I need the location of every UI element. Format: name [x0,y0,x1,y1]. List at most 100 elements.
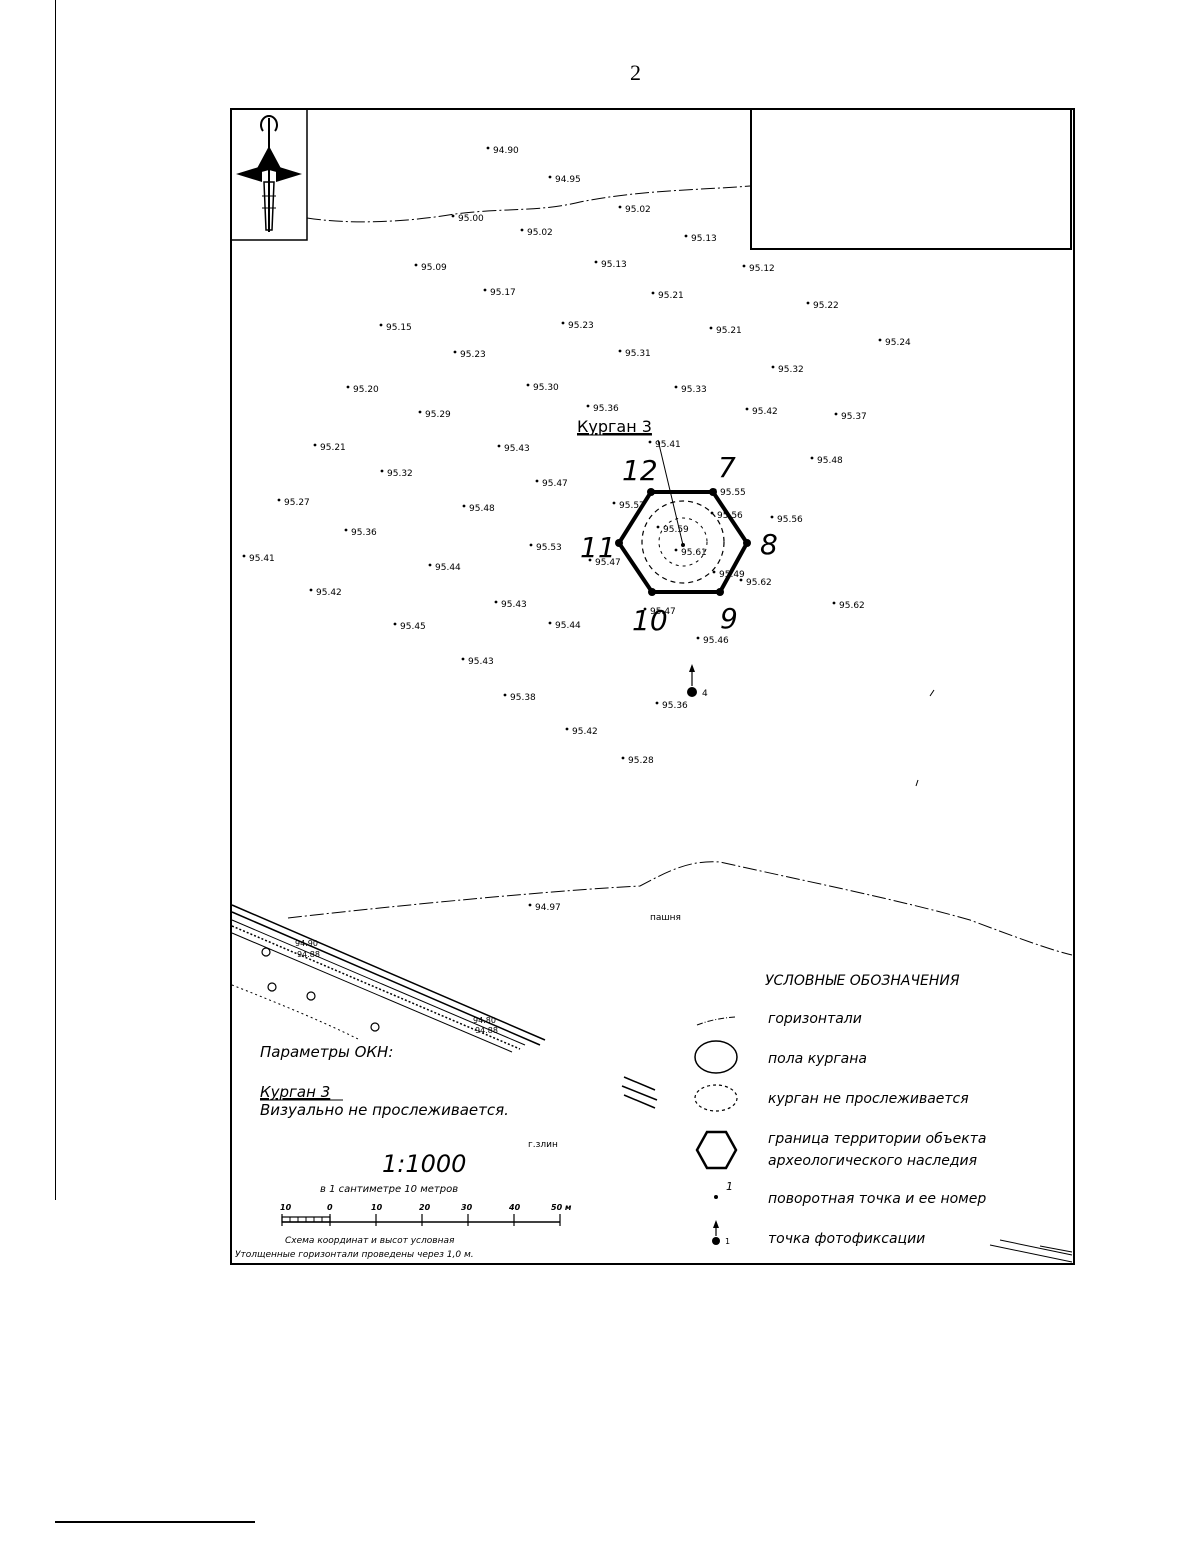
elevation-label: 95.32 [387,469,413,479]
legend-label-photo-point: точка фотофиксации [768,1231,925,1247]
elevation-label: 95.15 [386,323,412,333]
elevation-dot [586,404,590,408]
elevation-point: 95.33 [674,385,707,395]
vertex-label-9: 9 [720,602,738,635]
elevation-point: 95.21 [313,443,346,453]
elevation-dot [588,558,592,562]
elevation-label: 95.61 [681,548,707,558]
elevation-label: 95.47 [650,607,676,617]
legend-photo-marker: 1 [725,1237,730,1246]
contour-top [306,185,751,223]
vertex-label-12: 12 [622,454,658,487]
elevation-point: 95.45 [393,622,426,632]
elevation-dot [674,385,678,389]
corner-hatch [989,1239,1073,1263]
elevation-dot [461,657,465,661]
elevation-dot [745,407,749,411]
elevation-point: 95.24 [878,338,911,348]
elevation-label: 95.56 [777,515,803,525]
elevation-label: 95.12 [749,264,775,274]
elevation-dot [771,365,775,369]
elevation-point: 95.21 [709,326,742,336]
elevation-point: 95.62 [832,601,865,611]
elevation-point: 95.13 [594,260,627,270]
elevation-point: 95.29 [418,410,451,420]
elevation-label: 95.33 [681,385,707,395]
elevation-dot [739,578,743,582]
elevation-dot [643,607,647,611]
elevation-point: 95.20 [346,385,379,395]
elevation-label: 95.02 [625,205,651,215]
elevation-dot [648,440,652,444]
okn-parameters: Параметры ОКН: Курган 3 Визуально не про… [260,1043,509,1119]
elevation-dot [618,205,622,209]
elevation-label: 95.13 [601,260,627,270]
elevation-dot [655,701,659,705]
elevation-point: 95.47 [643,607,676,617]
elevation-point: 95.49 [712,570,745,580]
contour-bottom [287,861,1073,956]
elevation-point: 95.42 [565,727,598,737]
mound-outline-dashed [641,500,725,584]
turning-point-11 [615,539,623,547]
elevation-dot [712,570,716,574]
elevation-dot [834,412,838,416]
mark [915,779,919,787]
north-arrow-box [230,108,308,241]
contour-line-icon [696,1016,736,1026]
turning-point-9 [716,588,724,596]
scale-tick-label: 50 м [551,1203,572,1212]
legend-label-turning-point: поворотная точка и ее номер [768,1191,986,1207]
elevation-label: 95.36 [662,701,688,711]
elevation-point: 95.47 [535,479,568,489]
elevation-dot [696,636,700,640]
elevation-label: 95.29 [425,410,451,420]
elevation-dot [565,727,569,731]
scale-block: 1:1000 в 1 сантиметре 10 метров 10 0 10 … [235,1150,572,1260]
elevation-point: 95.57 [612,501,645,511]
elevation-point: 95.12 [742,264,775,274]
road-label: г.злин [528,1140,558,1150]
scale-ratio: 1:1000 [382,1150,466,1178]
elevation-label: 95.21 [320,443,346,453]
elevation-dot [806,301,810,305]
elevation-dot [346,385,350,389]
legend: УСЛОВНЫЕ ОБОЗНАЧЕНИЯ горизонтали пола ку… [694,973,986,1247]
elevation-dot [526,383,530,387]
elevation-label: 95.57 [619,501,645,511]
road-elevation-label: 94.90 [295,939,318,948]
elevation-point: 95.46 [696,636,729,646]
elevation-point: 94.97 [528,903,561,913]
elevation-point: 95.62 [739,578,772,588]
elevation-dot [418,410,422,414]
elevation-label: 95.22 [813,301,839,311]
elevation-dot [651,291,655,295]
elevation-point: 95.43 [461,657,494,667]
elevation-dot [674,548,678,552]
elevation-dot [453,350,457,354]
mound-label: Курган 3 [577,417,652,436]
turning-point-icon [714,1195,718,1199]
elevation-point: 94.95 [548,175,581,185]
elevation-label: 95.23 [460,350,486,360]
vertex-label-10: 10 [632,604,668,637]
elevation-point: 95.48 [810,456,843,466]
elevation-label: 95.20 [353,385,379,395]
elevation-point: 95.23 [453,350,486,360]
elevation-label: 95.41 [655,440,681,450]
road-elevation-label: 94.88 [475,1026,498,1035]
elevation-label: 95.31 [625,349,651,359]
elevation-label: 95.02 [527,228,553,238]
elevation-dot [742,264,746,268]
elevation-dot [832,601,836,605]
elevation-label: 95.47 [595,558,621,568]
parameters-object-name: Курган 3 [260,1083,330,1101]
mound-floor-icon [694,1040,738,1074]
road-elevation-label: 94.80 [473,1016,496,1025]
elevation-dot [379,323,383,327]
elevation-dot [393,622,397,626]
elevation-point: 95.23 [561,321,594,331]
legend-label-contours: горизонтали [768,1011,862,1027]
